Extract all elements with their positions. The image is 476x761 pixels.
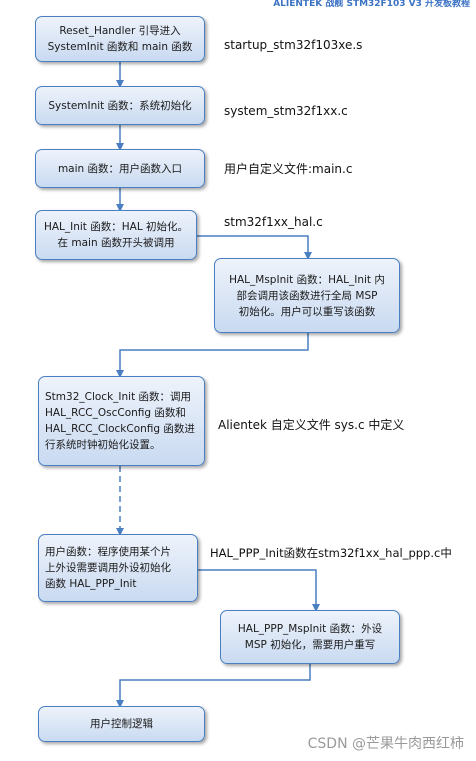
note-sys-file: Alientek 自定义文件 sys.c 中定义 bbox=[218, 418, 405, 432]
arrow-halinit-to-mspinit bbox=[196, 235, 312, 260]
arrow-userfunc-to-pppmsp bbox=[196, 569, 320, 612]
box-user-function: 用户函数：程序使用某个片 上外设需要调用外设初始化 函数 HAL_PPP_Ini… bbox=[38, 534, 198, 602]
box-ppp-mspinit: HAL_PPP_MspInit 函数：外设 MSP 初始化，需要用户重写 bbox=[220, 610, 400, 664]
box-clock-init: Stm32_Clock_Init 函数：调用 HAL_RCC_OscConfig… bbox=[38, 376, 205, 466]
csdn-watermark: CSDN @芒果牛肉西红柿 bbox=[307, 736, 464, 752]
box-reset-handler: Reset_Handler 引导进入 SystemInit 函数和 main 函… bbox=[35, 16, 205, 62]
note-system-file: system_stm32f1xx.c bbox=[224, 104, 348, 118]
box-user-logic: 用户控制逻辑 bbox=[38, 706, 205, 742]
note-startup-file: startup_stm32f103xe.s bbox=[224, 38, 363, 52]
note-main-file: 用户自定义文件:main.c bbox=[224, 162, 353, 176]
arrow-pppmsp-to-userlogic bbox=[116, 664, 311, 708]
box-hal-mspinit: HAL_MspInit 函数：HAL_Init 内 部会调用该函数进行全局 MS… bbox=[214, 258, 400, 333]
note-hal-file: stm32f1xx_hal.c bbox=[224, 215, 323, 229]
note-ppp-file: HAL_PPP_Init函数在stm32f1xx_hal_ppp.c中 bbox=[210, 546, 452, 560]
arrow-mspinit-to-clockinit bbox=[116, 333, 309, 378]
box-hal-init: HAL_Init 函数：HAL 初始化。 在 main 函数开头被调用 bbox=[35, 210, 197, 260]
box-systeminit: SystemInit 函数：系统初始化 bbox=[35, 86, 205, 125]
box-main-function: main 函数：用户函数入口 bbox=[35, 149, 205, 188]
document-header: ALIENTEK 战舰 STM32F103 V3 开发板教程 bbox=[273, 0, 470, 9]
